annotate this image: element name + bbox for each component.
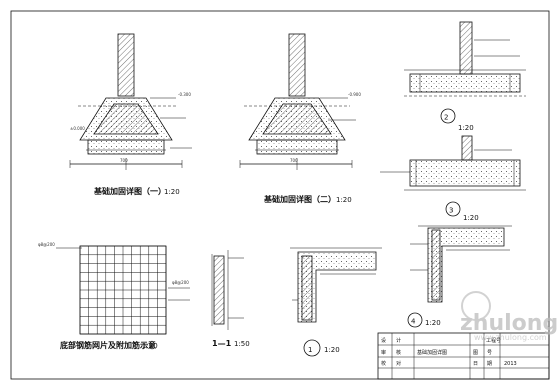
tb-cell-11: 2013 [504,361,517,367]
circle-2-scale: 1:20 [458,124,474,132]
circle-detail-4: 4 1:20 [407,225,512,328]
tb-cell-9: 日 [473,361,478,367]
svg-text:φ8@200: φ8@200 [172,280,189,285]
tb-cell-2: 审 [381,349,386,356]
tb-cell-3: 核 [396,349,401,356]
detail-2-title: 基础加固详图（二） [263,194,336,204]
circle-2-num: 2 [444,114,448,122]
sheet-frame [10,10,550,380]
tb-cell-7: 图 [473,350,478,356]
foundation-detail-1: -0.300 ±0.000 700 基础加固详图（一） 1:20 [69,33,192,196]
mesh-title: 底部钢筋网片及附加筋示意 [59,340,156,350]
svg-text:700: 700 [290,158,298,163]
tb-cell-1: 计 [396,337,401,344]
section-1-1: 1—1 1:50 [211,250,250,348]
detail-1-scale: 1:20 [164,188,180,196]
watermark: zhulong www.zhulong.com [460,291,558,342]
detail-1-title: 基础加固详图（一） [93,186,166,196]
watermark-url: www.zhulong.com [474,333,547,342]
tb-cell-10: 期 [487,361,492,367]
circle-detail-1: 1 1:20 [290,247,382,357]
mesh-detail: φ8@200 φ8@200 底部钢筋网片及附加筋示意 1:20 [38,242,190,350]
title-block: 设 计 审 核 校 对 基础加固详图 工程号 图 号 日 期 2013 [377,332,550,380]
tb-cell-0: 设 [381,337,386,344]
mesh-grid [79,245,167,335]
circle-3-scale: 1:20 [463,214,479,222]
tb-cell-6: 工程号 [486,337,501,344]
circle-detail-2: 2 1:20 [404,21,526,132]
detail-2-scale: 1:20 [336,196,352,204]
svg-text:700: 700 [120,158,128,163]
svg-text:-0.900: -0.900 [348,92,361,97]
section-scale: 1:50 [234,340,250,348]
tb-cell-8: 号 [487,350,492,356]
tb-drawing-name: 基础加固详图 [417,349,447,356]
circle-4-num: 4 [411,318,416,326]
section-label: 1—1 [212,339,232,348]
circle-1-num: 1 [308,346,312,354]
tb-cell-5: 对 [396,360,401,367]
svg-text:φ8@200: φ8@200 [38,242,55,247]
circle-4-scale: 1:20 [425,319,441,327]
foundation-detail-2: -0.900 700 基础加固详图（二） 1:20 [239,33,361,204]
watermark-logo: zhulong [460,311,558,336]
circle-3-num: 3 [449,207,453,215]
circle-detail-3: 3 1:20 [380,135,526,222]
circle-1-scale: 1:20 [324,346,340,354]
svg-text:±0.000: ±0.000 [70,126,85,131]
mesh-scale: 1:20 [142,342,158,350]
tb-cell-4: 校 [381,360,386,367]
svg-text:-0.300: -0.300 [178,92,191,97]
